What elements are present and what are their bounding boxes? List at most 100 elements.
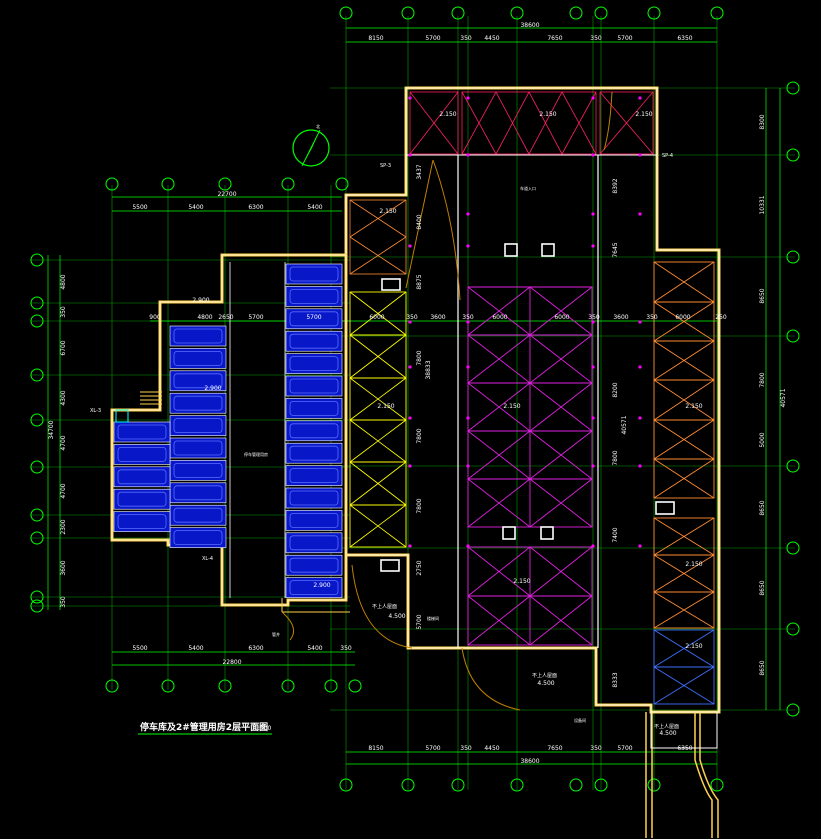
parking-stall	[169, 325, 227, 347]
car-outline	[289, 423, 339, 439]
lb-row-dim-2: 4800	[197, 314, 212, 321]
parking-stall	[113, 511, 171, 532]
level-top-mid: 2.150	[539, 111, 556, 118]
lb-bot-dim-3: 6300	[248, 645, 263, 652]
car-outline	[289, 266, 339, 282]
rv-dim-total: 40571	[780, 388, 787, 407]
level-magenta-lower: 2.150	[513, 578, 530, 585]
mv-right-4: 7800	[612, 450, 619, 465]
lv-dim-2: 350	[60, 306, 67, 318]
lb-bot-dim-5: 350	[340, 645, 352, 652]
main-row-dim-2: 350	[406, 314, 418, 321]
car-outline	[173, 462, 223, 478]
lb-row-dim-4: 5700	[248, 314, 263, 321]
level-orange-upper: 2.150	[685, 403, 702, 410]
mv-left-5: 7800	[416, 428, 423, 443]
parking-stall	[285, 532, 343, 554]
level-top-right: 2.150	[635, 111, 652, 118]
lv-dim-6: 4700	[60, 483, 67, 498]
level-parking-mid: 2.900	[204, 385, 221, 392]
drawing-title: 停车库及2#管理用房2层平面图	[140, 721, 268, 733]
parking-stall	[169, 392, 227, 414]
parking-stall	[285, 442, 343, 464]
car-outline	[173, 440, 223, 456]
car-outline	[117, 446, 167, 462]
rv-dim-4: 5000	[759, 432, 766, 447]
rv-dim-2: 8650	[759, 288, 766, 303]
lv-dim-8: 3600	[60, 560, 67, 575]
parking-stall	[169, 527, 227, 548]
car-outline	[173, 530, 223, 545]
parking-stalls-mid-column	[113, 421, 171, 532]
car-outline	[289, 333, 339, 349]
car-outline	[173, 350, 223, 366]
note-ramp-2: 不上人屋面	[532, 672, 557, 679]
main-row-dim-9: 350	[646, 314, 658, 321]
top-dim-5: 7650	[547, 35, 562, 42]
lv-dim-9: 350	[60, 596, 67, 608]
top-dim-3: 350	[460, 35, 472, 42]
north-arrow	[292, 129, 330, 167]
label-sp4: SP-4	[662, 153, 673, 159]
parking-stall	[285, 554, 343, 576]
top-dim-2: 5700	[425, 35, 440, 42]
grid-bubbles-left-block-bottom	[105, 679, 362, 693]
mv-left-1: 3437	[416, 164, 423, 179]
car-outline	[173, 395, 223, 411]
north-label: 北	[316, 123, 320, 129]
parking-stall	[285, 510, 343, 531]
mv-right-1: 8392	[612, 178, 619, 193]
bottom-dim-8: 6350	[677, 745, 692, 752]
top-dim-1: 8150	[368, 35, 383, 42]
main-row-dim-10: 6000	[675, 314, 690, 321]
lb-row-dim-3: 2650	[218, 314, 233, 321]
level-magenta-center: 2.150	[503, 403, 520, 410]
note-mech: 设备间	[574, 717, 586, 723]
bottom-dim-5: 7650	[547, 745, 562, 752]
car-outline	[289, 378, 339, 394]
car-outline	[173, 418, 223, 434]
parking-stall	[285, 308, 343, 330]
grid-bubbles-right-side	[786, 81, 800, 717]
level-ramp-bottom: 4.500	[388, 613, 405, 620]
label-sp3: SP-3	[380, 163, 391, 169]
bottom-dim-7: 5700	[617, 745, 632, 752]
level-blue-right: 2.150	[685, 643, 702, 650]
car-outline	[289, 311, 339, 327]
rv-dim-3: 7800	[759, 372, 766, 387]
parking-stalls-right-column	[285, 263, 343, 598]
rv-dim-7: 8650	[759, 500, 766, 515]
top-bay-band	[409, 91, 654, 155]
orange-right-bays	[653, 261, 715, 629]
rv-dim-6: 8650	[759, 660, 766, 675]
parking-stall	[285, 577, 343, 598]
parking-stall	[169, 370, 227, 392]
mv-left-4: 7800	[416, 350, 423, 365]
parking-stall	[113, 444, 171, 465]
label-xl3: XL-3	[90, 408, 101, 414]
note-ramp-1: 不上人屋面	[372, 603, 397, 610]
dimension-lines	[47, 27, 781, 765]
left-block-walls	[110, 253, 350, 641]
lv-dim-7: 2300	[60, 519, 67, 534]
car-outline	[289, 490, 339, 506]
car-outline	[117, 469, 167, 485]
parking-stall	[285, 375, 343, 397]
grid-bubbles-left-side	[30, 253, 44, 613]
mv-right-3: 8200	[612, 382, 619, 397]
main-row-dim-6: 6000	[554, 314, 569, 321]
car-outline	[117, 514, 167, 529]
car-outline	[173, 373, 223, 389]
stair-marker	[115, 391, 162, 423]
mv-right-5: 7400	[612, 527, 619, 542]
parking-stall	[285, 420, 343, 442]
car-outline	[173, 328, 223, 344]
rv-dim-outer: 10331	[759, 195, 766, 214]
mv-center: 38833	[425, 360, 432, 379]
note-stair: 楼梯间	[427, 615, 439, 621]
left-orange-bays	[349, 199, 407, 275]
mv-right-2: 7645	[612, 242, 619, 257]
main-row-dim-11: 250	[715, 314, 727, 321]
parking-stall	[285, 286, 343, 307]
